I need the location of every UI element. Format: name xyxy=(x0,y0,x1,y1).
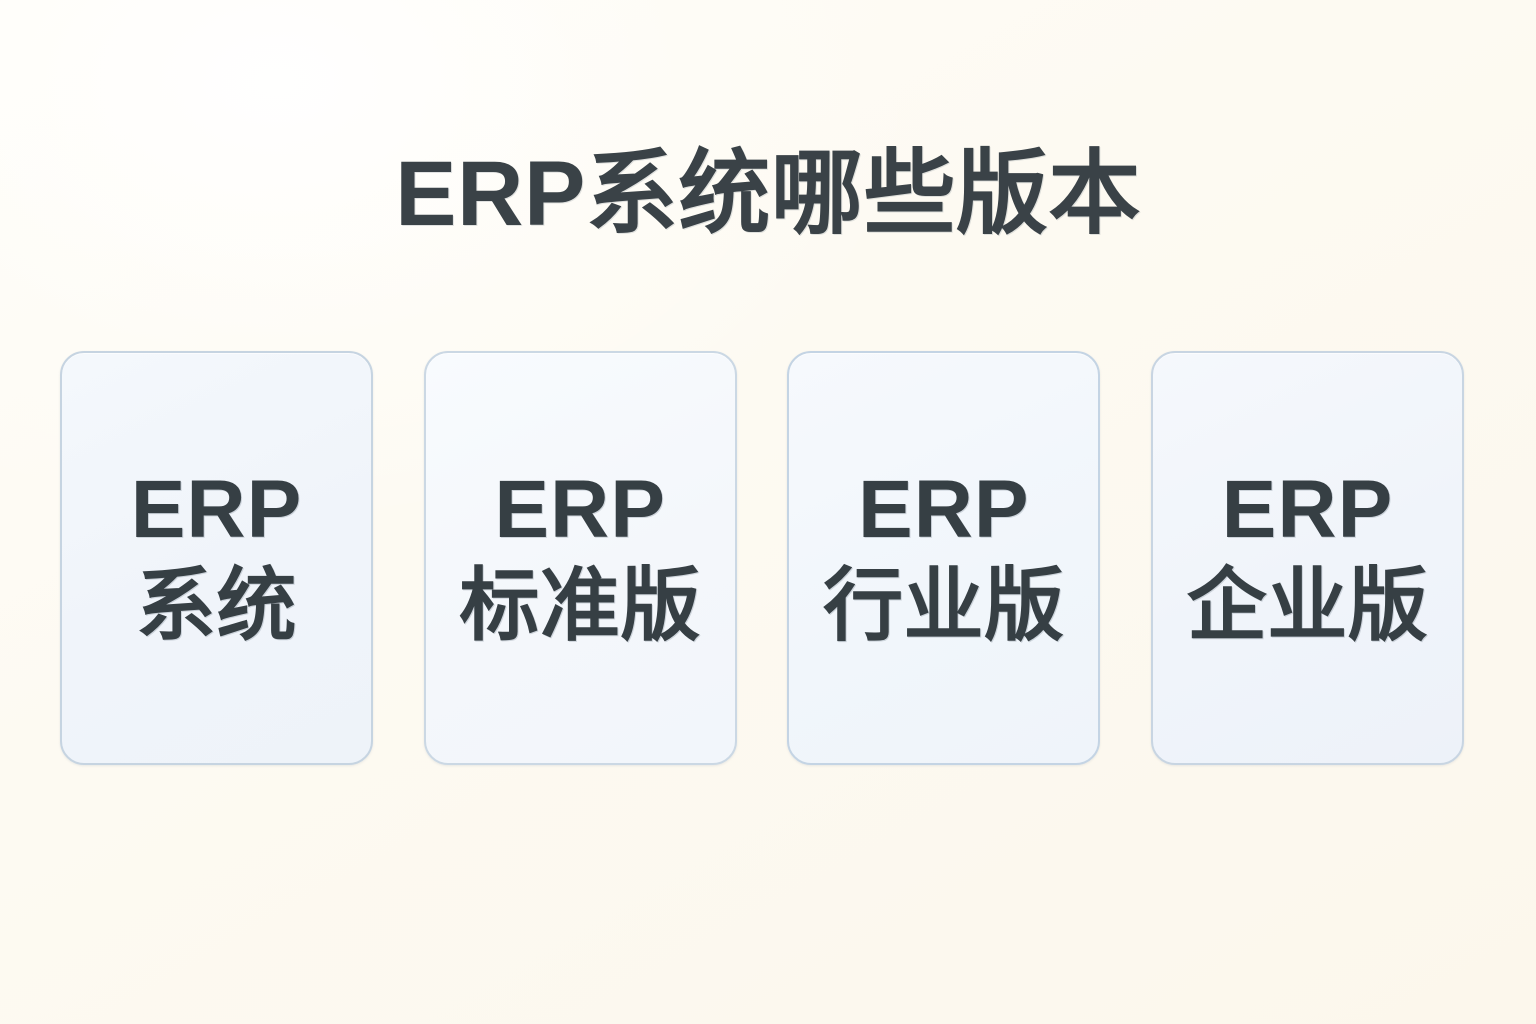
card-edition-label: 行业版 xyxy=(823,561,1065,650)
card-brand-label: ERP xyxy=(858,464,1030,555)
card-brand-label: ERP xyxy=(130,464,303,555)
page-title-container: ERP系统哪些版本 xyxy=(0,148,1536,240)
version-card-standard-edition[interactable]: ERP 标准版 xyxy=(423,351,737,765)
version-card-erp-system[interactable]: ERP 系统 xyxy=(60,351,373,765)
version-card-industry-edition[interactable]: ERP 行业版 xyxy=(787,351,1101,765)
version-card-enterprise-edition[interactable]: ERP 企业版 xyxy=(1150,351,1464,765)
card-brand-label: ERP xyxy=(494,464,666,555)
version-card-row: ERP 系统 ERP 标准版 ERP 行业版 ERP 企业版 xyxy=(60,351,1464,765)
card-edition-label: 企业版 xyxy=(1186,561,1429,650)
card-brand-label: ERP xyxy=(1221,464,1394,555)
card-edition-label: 标准版 xyxy=(459,561,701,650)
page-title: ERP系统哪些版本 xyxy=(395,143,1141,245)
card-edition-label: 系统 xyxy=(136,561,297,650)
